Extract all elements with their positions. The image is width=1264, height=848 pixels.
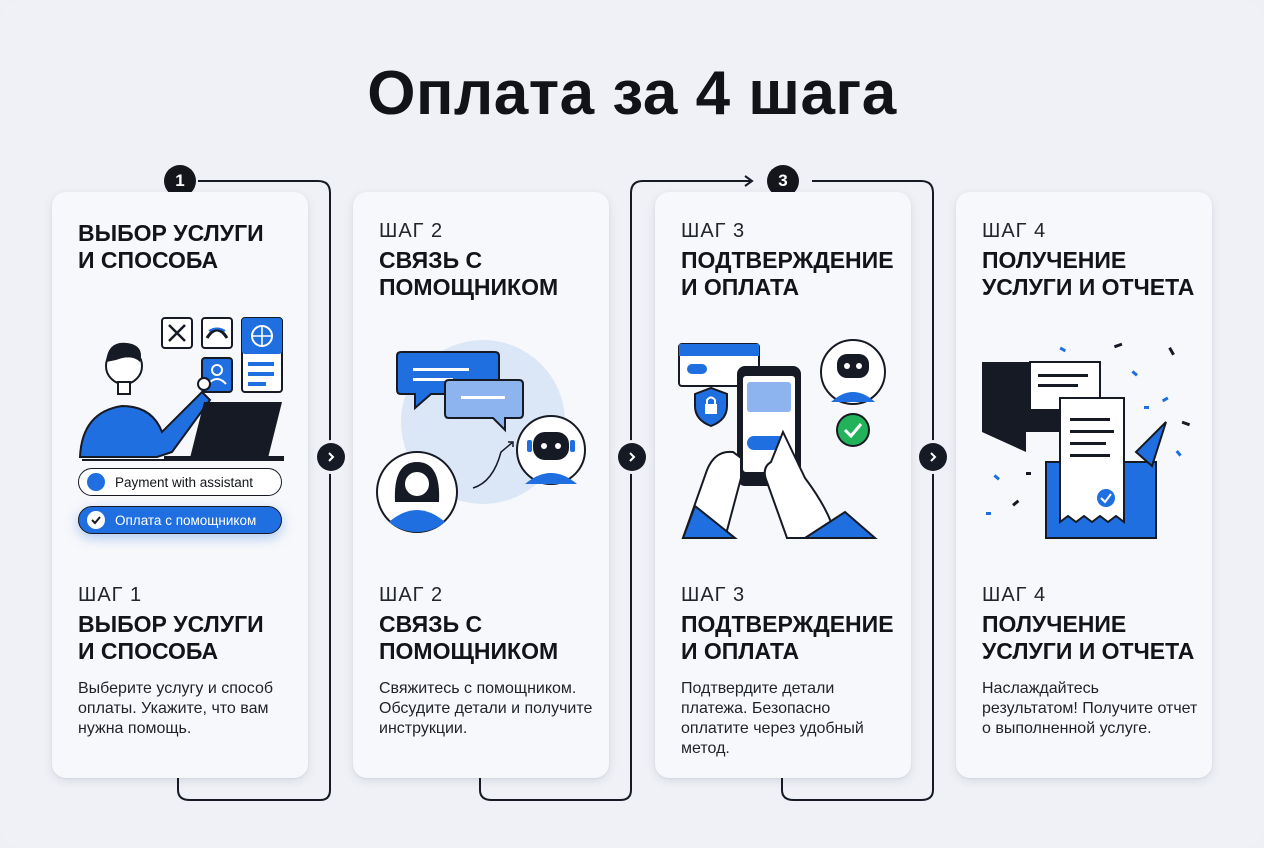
chevron-right-icon <box>930 452 937 462</box>
step-3-top-label: ШАГ 3 <box>681 220 746 242</box>
step-badge-3: 3 <box>767 165 799 197</box>
step-1-label: ШАГ 1 <box>78 584 143 606</box>
laptop-icon <box>164 402 284 460</box>
robot-icon <box>516 415 586 485</box>
next-arrow-3-4[interactable] <box>919 443 947 471</box>
step-2-label: ШАГ 2 <box>379 584 444 606</box>
step-2-description: Свяжитесь с помощником. Обсудите детали … <box>379 680 593 737</box>
next-arrow-1-2[interactable] <box>317 443 345 471</box>
phone-icon <box>201 317 233 349</box>
chat-icon <box>396 351 524 433</box>
step-4-description: Наслаждайтесь результатом! Получите отче… <box>982 680 1198 737</box>
robot-icon <box>820 339 886 405</box>
confetti <box>986 342 1191 515</box>
step-4-illustration <box>956 302 1212 552</box>
person-illustration <box>78 342 212 458</box>
radio-icon <box>87 473 105 491</box>
step-3-description: Подтвердите детали платежа. Безопасно оп… <box>681 680 864 757</box>
option-payment-with-assistant[interactable]: Payment with assistant <box>78 468 282 496</box>
globe-icon <box>241 317 283 393</box>
woman-avatar <box>376 451 458 533</box>
step-3-label: ШАГ 3 <box>681 584 746 606</box>
option-payment-with-helper[interactable]: Оплата с помощником <box>78 506 282 534</box>
hands-illustration <box>681 429 878 539</box>
check-icon <box>836 413 870 447</box>
tools-icon <box>161 317 193 349</box>
step-3-illustration <box>655 302 911 552</box>
step-1-illustration: Payment with assistant Оплата с помощник… <box>52 302 308 552</box>
chevron-right-icon <box>328 452 335 462</box>
step-2-top-label: ШАГ 2 <box>379 220 444 242</box>
check-icon <box>87 511 105 529</box>
step-badge-1: 1 <box>164 165 196 197</box>
step-1-description: Выберите услугу и способ оплаты. Укажите… <box>78 680 274 737</box>
receipt-icon <box>982 361 1125 524</box>
shield-icon <box>694 386 728 428</box>
page-title: Оплата за 4 шага <box>367 59 897 128</box>
chevron-right-icon <box>629 452 636 462</box>
next-arrow-2-3[interactable] <box>618 443 646 471</box>
party-icon <box>1134 421 1167 468</box>
step-4-top-label: ШАГ 4 <box>982 220 1047 242</box>
step-2-illustration <box>353 302 609 552</box>
step-4-label: ШАГ 4 <box>982 584 1047 606</box>
